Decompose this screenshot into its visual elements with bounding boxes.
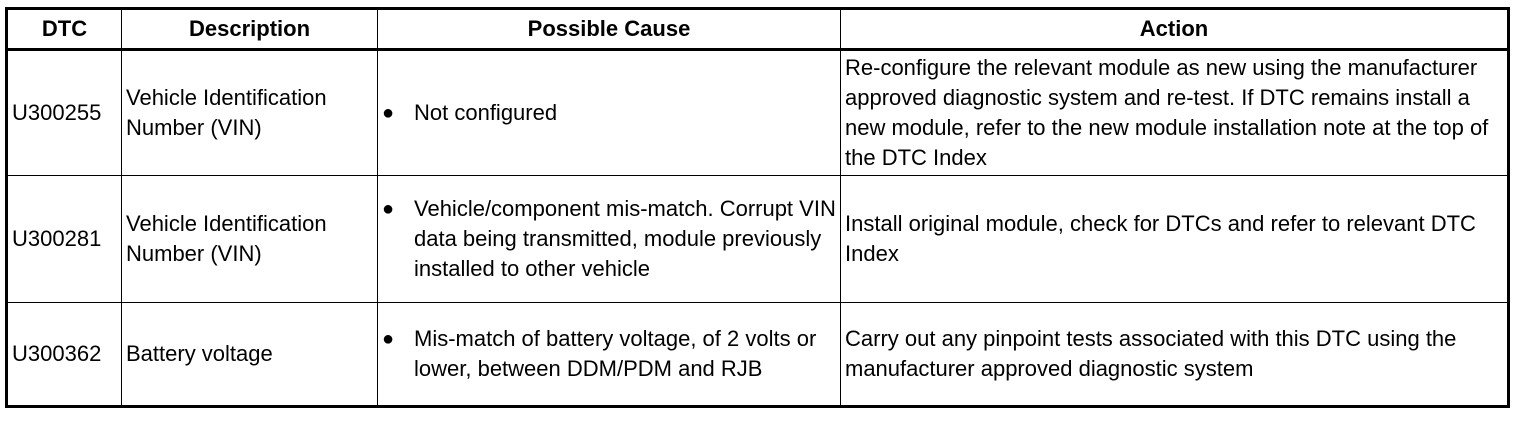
dtc-code: U300255 [6, 49, 122, 176]
description-cell: Vehicle Identification Number (VIN) [121, 49, 378, 176]
bullet-icon: ● [382, 328, 395, 350]
table-row: U300281 Vehicle Identification Number (V… [6, 175, 1509, 303]
dtc-code: U300281 [6, 175, 122, 303]
action-cell: Re-configure the relevant module as new … [840, 49, 1509, 176]
header-description: Description [121, 8, 378, 51]
description-cell: Vehicle Identification Number (VIN) [121, 175, 378, 303]
bullet-icon: ● [382, 102, 395, 124]
table-row: U300362 Battery voltage ● Mis-match of b… [6, 302, 1509, 407]
dtc-code: U300362 [6, 302, 122, 407]
possible-cause-text: Vehicle/component mis-match. Corrupt VIN… [414, 196, 836, 281]
action-cell: Install original module, check for DTCs … [840, 175, 1509, 303]
description-cell: Battery voltage [121, 302, 378, 407]
possible-cause-text: Not configured [414, 100, 558, 125]
header-action: Action [840, 8, 1509, 51]
possible-cause-cell: ● Vehicle/component mis-match. Corrupt V… [377, 175, 841, 303]
bullet-item: ● Mis-match of battery voltage, of 2 vol… [382, 324, 836, 384]
possible-cause-cell: ● Not configured [377, 49, 841, 176]
header-possible-cause: Possible Cause [377, 8, 841, 51]
dtc-table: DTC Description Possible Cause Action U3… [5, 7, 1510, 408]
possible-cause-cell: ● Mis-match of battery voltage, of 2 vol… [377, 302, 841, 407]
bullet-icon: ● [382, 198, 395, 220]
action-cell: Carry out any pinpoint tests associated … [840, 302, 1509, 407]
table-header-row: DTC Description Possible Cause Action [6, 8, 1509, 51]
possible-cause-text: Mis-match of battery voltage, of 2 volts… [414, 326, 817, 381]
bullet-item: ● Not configured [382, 98, 836, 128]
bullet-item: ● Vehicle/component mis-match. Corrupt V… [382, 194, 836, 284]
table-row: U300255 Vehicle Identification Number (V… [6, 49, 1509, 176]
header-dtc: DTC [6, 8, 122, 51]
